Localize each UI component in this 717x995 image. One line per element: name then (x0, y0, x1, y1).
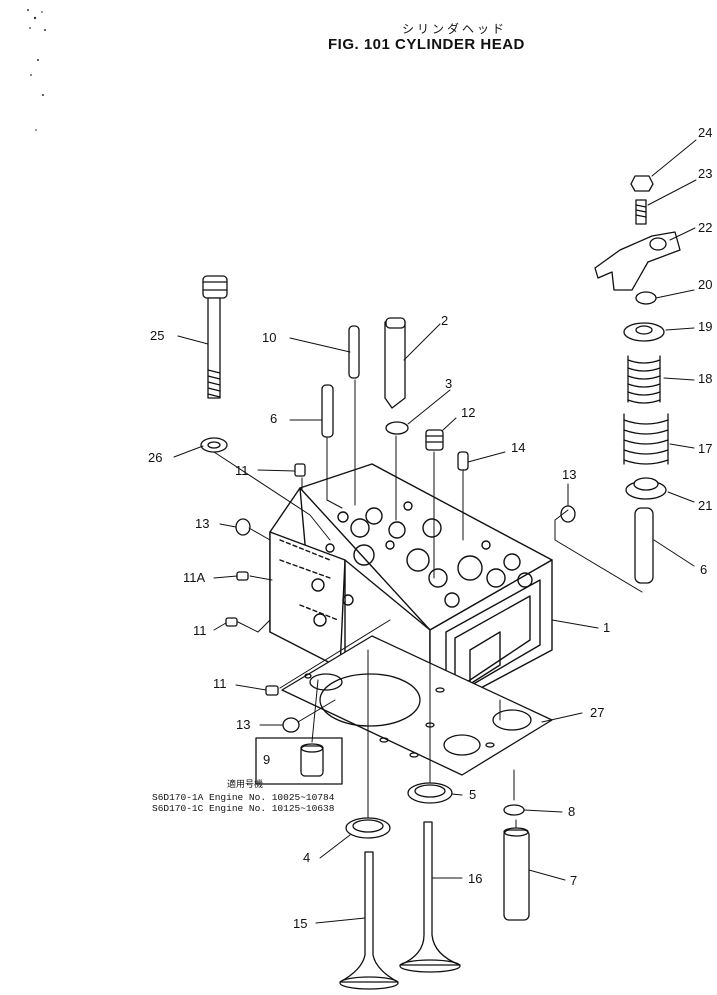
callout-8: 8 (568, 804, 576, 819)
callout-11-mid: 11 (193, 623, 207, 638)
o-ring-8 (503, 804, 525, 816)
callout-6-left: 6 (270, 411, 278, 426)
callout-19: 19 (698, 319, 713, 334)
callout-16: 16 (468, 871, 483, 886)
applicability-heading: 適用号機 (227, 780, 264, 790)
plug (235, 505, 576, 733)
pin-14 (457, 451, 469, 471)
callout-12: 12 (461, 405, 476, 420)
spring-retainer-19 (623, 322, 665, 342)
callout-27: 27 (590, 705, 605, 720)
callout-7: 7 (570, 873, 578, 888)
callout-11-top: 11 (235, 463, 249, 478)
callout-5: 5 (469, 787, 477, 802)
callout-23: 23 (698, 166, 713, 181)
callout-13-right: 13 (562, 467, 577, 482)
rocker-arm (594, 231, 681, 291)
japanese-title: シリンダヘッド (402, 22, 508, 36)
callout-18: 18 (698, 371, 713, 386)
callout-3: 3 (445, 376, 453, 391)
callout-20: 20 (698, 277, 713, 292)
callout-13-left: 13 (195, 516, 210, 531)
callout-26: 26 (148, 450, 163, 465)
washer (200, 437, 228, 453)
cotter-20 (635, 291, 657, 305)
callout-15: 15 (293, 916, 308, 931)
intake-valve-15 (339, 851, 399, 990)
stud-23 (635, 199, 647, 225)
insert-9 (255, 737, 343, 785)
callout-21: 21 (698, 498, 713, 513)
callout-1: 1 (603, 620, 611, 635)
callout-14: 14 (511, 440, 526, 455)
figure-title: FIG. 101 CYLINDER HEAD (328, 36, 525, 53)
outer-spring-17 (623, 413, 669, 465)
seal-ring-5 (407, 782, 453, 804)
callout-9: 9 (263, 752, 271, 767)
spring-seat-21 (625, 477, 667, 500)
applicability-line-2: S6D170-1C Engine No. 10125~10638 (152, 803, 335, 814)
callout-4: 4 (303, 850, 311, 865)
callout-17: 17 (698, 441, 713, 456)
exhaust-valve-16 (399, 821, 461, 973)
inner-spring-18 (627, 355, 661, 404)
callout-13-low: 13 (236, 717, 251, 732)
callout-10: 10 (262, 330, 277, 345)
seat-ring-4 (345, 817, 391, 839)
dowel-pin-6 (321, 384, 334, 438)
scan-noise (27, 9, 46, 131)
callout-11-low: 11 (213, 676, 227, 691)
callout-25: 25 (150, 328, 165, 343)
callout-11a: 11A (183, 570, 206, 585)
valve-guide-tool (384, 317, 406, 409)
seal-ring-3 (385, 421, 409, 435)
valve-guide-6 (634, 507, 654, 584)
spring-12 (425, 429, 444, 451)
callout-6-right: 6 (700, 562, 708, 577)
head-bolt (202, 275, 228, 399)
nut-24 (630, 175, 654, 192)
callout-24: 24 (698, 125, 713, 140)
applicability-line-1: S6D170-1A Engine No. 10025~10784 (152, 792, 335, 803)
callout-2: 2 (441, 313, 449, 328)
callout-22: 22 (698, 220, 713, 235)
leader-lines (173, 139, 697, 924)
sleeve-7 (503, 827, 530, 921)
